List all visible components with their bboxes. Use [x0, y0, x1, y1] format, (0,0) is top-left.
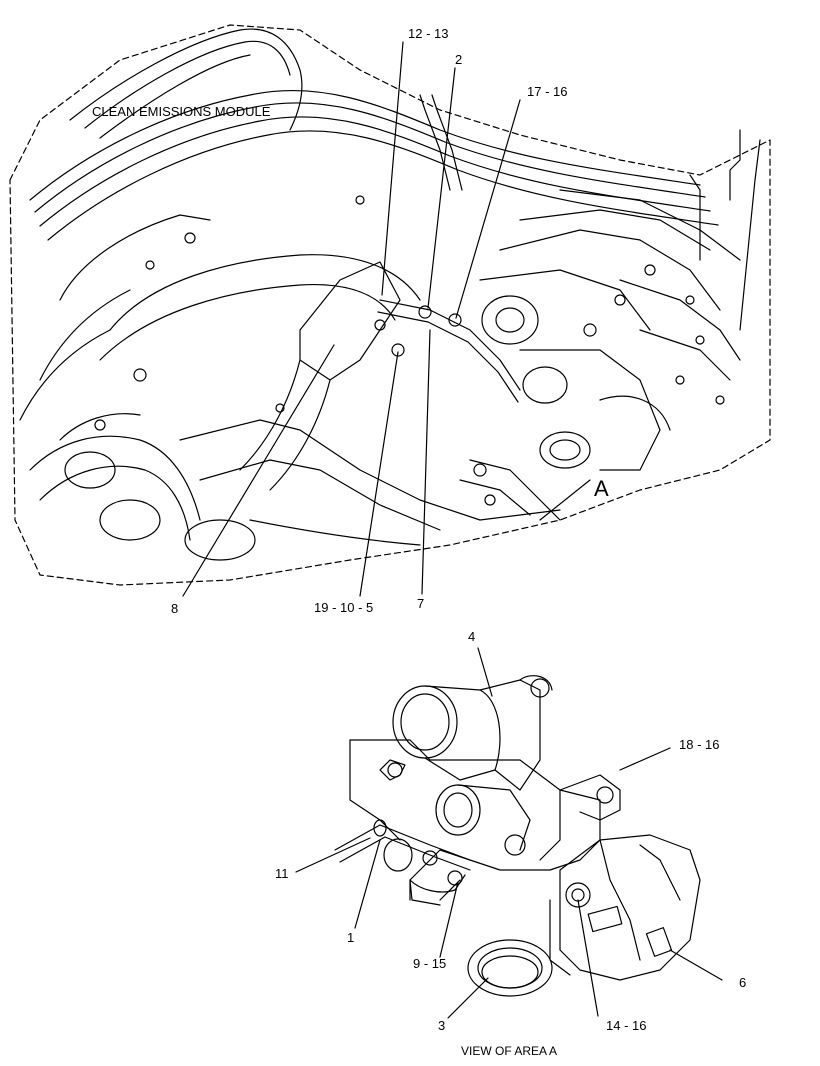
bracket-plate: [299, 261, 401, 381]
callout-7: 7: [417, 596, 425, 611]
callout-3: 3: [438, 1018, 446, 1033]
area-a-detail-drawing: [334, 675, 701, 997]
callout-14-16: 14 - 16: [606, 1018, 647, 1033]
callout-19-10-5: 19 - 10 - 5: [314, 600, 374, 615]
callout-18-16: 18 - 16: [679, 737, 720, 752]
area-a-marker: A: [594, 476, 609, 501]
module-dashed-outline: [9, 24, 771, 586]
callout-8: 8: [171, 601, 179, 616]
callout-2: 2: [455, 52, 463, 67]
leader-lines-detail: [295, 647, 723, 1019]
inlet-port: [392, 685, 458, 759]
callout-4: 4: [468, 629, 476, 644]
engine-assembly-drawing: [9, 24, 771, 586]
callout-9-15: 9 - 15: [413, 956, 447, 971]
callout-11: 11: [275, 866, 289, 881]
callout-12-13: 12 - 13: [408, 26, 449, 41]
view-caption: VIEW OF AREA A: [461, 1044, 558, 1058]
clamp-ring: [467, 939, 553, 997]
module-label: CLEAN EMISSIONS MODULE: [92, 104, 271, 119]
callout-17-16: 17 - 16: [527, 84, 568, 99]
callout-6: 6: [739, 975, 747, 990]
callout-1: 1: [347, 930, 355, 945]
leader-lines-top: [182, 41, 591, 597]
